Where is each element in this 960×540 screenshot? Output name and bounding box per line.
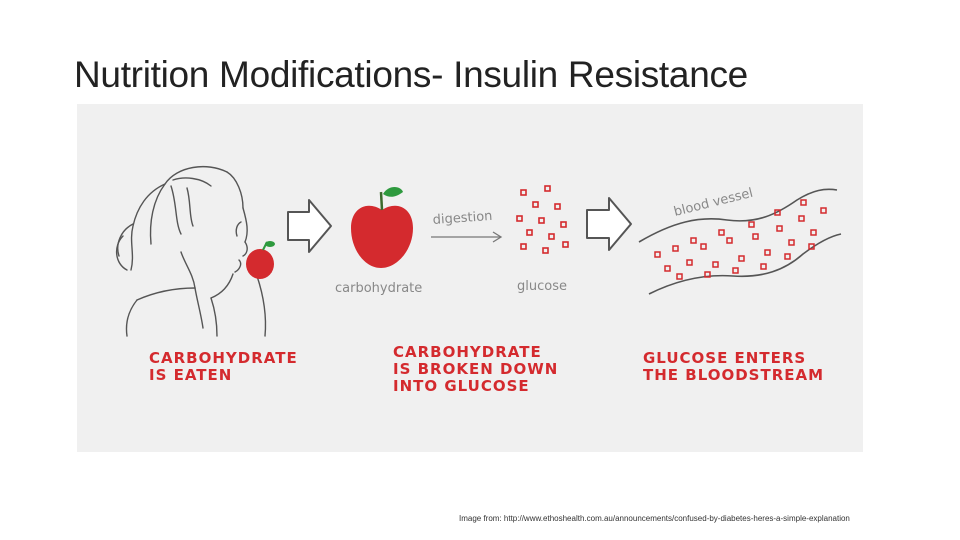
step-1-caption: CARBOHYDRATE IS EATEN bbox=[149, 350, 298, 384]
step-2-caption-line: IS BROKEN DOWN bbox=[393, 360, 559, 378]
glucose-particles bbox=[516, 185, 569, 254]
image-credit: Image from: http://www.ethoshealth.com.a… bbox=[459, 514, 850, 523]
step-2-caption-line: INTO GLUCOSE bbox=[393, 377, 530, 395]
carbohydrate-apple-icon bbox=[351, 187, 413, 268]
step-1-caption-line: CARBOHYDRATE bbox=[149, 349, 298, 367]
diagram-panel: digestion carbohydrate glucose blood ves… bbox=[77, 104, 863, 452]
glucose-label: glucose bbox=[517, 279, 567, 294]
digestion-arrow bbox=[431, 231, 503, 243]
blood-vessel-sketch bbox=[638, 188, 842, 295]
step-3-caption: GLUCOSE ENTERS THE BLOODSTREAM bbox=[643, 350, 824, 384]
woman-eating-sketch bbox=[116, 165, 272, 337]
step-2-caption-line: CARBOHYDRATE bbox=[393, 343, 542, 361]
slide-title: Nutrition Modifications- Insulin Resista… bbox=[74, 54, 748, 95]
carbohydrate-label: carbohydrate bbox=[335, 281, 422, 296]
diagram-illustration: digestion carbohydrate glucose blood ves… bbox=[116, 165, 842, 337]
digestion-label: digestion bbox=[432, 209, 493, 228]
arrow-1-icon bbox=[287, 199, 332, 253]
step-3-caption-line: THE BLOODSTREAM bbox=[643, 366, 825, 384]
apple-at-mouth bbox=[246, 241, 275, 279]
step-3-caption-line: GLUCOSE ENTERS bbox=[643, 349, 807, 367]
blood-vessel-label: blood vessel bbox=[672, 186, 754, 220]
glucose-in-blood-particles bbox=[654, 199, 827, 280]
step-2-caption: CARBOHYDRATE IS BROKEN DOWN INTO GLUCOSE bbox=[393, 344, 558, 395]
step-1-caption-line: IS EATEN bbox=[149, 366, 233, 384]
arrow-2-icon bbox=[586, 197, 632, 251]
